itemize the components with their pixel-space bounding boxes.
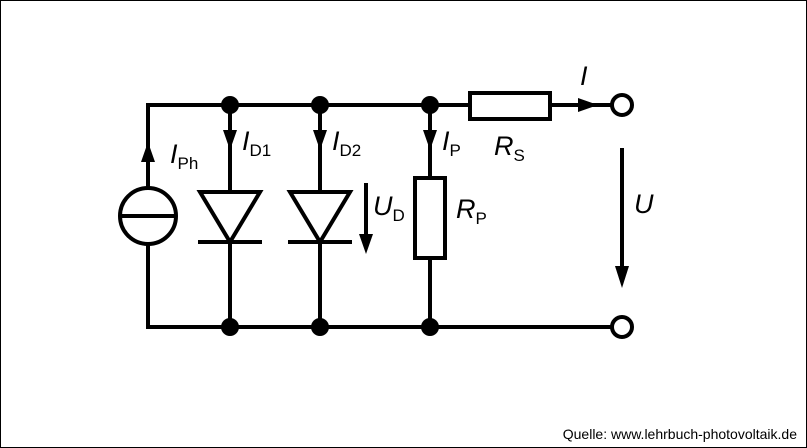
junction-dot: [421, 318, 439, 336]
label-parallel-resistor: RP: [456, 194, 487, 228]
diode1-current-arrow: [223, 130, 237, 150]
junction-dot: [311, 96, 329, 114]
junction-dot: [311, 318, 329, 336]
label-photo-current: IPh: [170, 139, 198, 173]
output-terminal-top: [610, 93, 634, 117]
label-diode-voltage: UD: [373, 191, 405, 225]
diode2-symbol: [286, 190, 354, 246]
label-parallel-current: IP: [442, 126, 461, 160]
diode-voltage-arrow-head: [359, 234, 373, 254]
junction-dot: [421, 96, 439, 114]
label-output-voltage: U: [634, 189, 654, 219]
source-credit: Quelle: www.lehrbuch-photovoltaik.de: [562, 426, 797, 442]
parallel-current-arrow: [423, 130, 437, 150]
label-diode2-current: ID2: [332, 126, 361, 160]
junction-dot: [221, 96, 239, 114]
label-diode1-current: ID1: [242, 126, 271, 160]
photo-current-arrow: [141, 142, 155, 162]
series-resistor: [468, 91, 552, 121]
diode1-symbol: [196, 190, 264, 246]
output-current-arrow: [578, 98, 598, 112]
junction-dot: [221, 318, 239, 336]
output-terminal-bottom: [610, 315, 634, 339]
label-series-resistor: RS: [494, 131, 525, 165]
diode2-current-arrow: [313, 130, 327, 150]
parallel-resistor: [413, 176, 447, 260]
label-output-current: I: [580, 61, 588, 91]
output-voltage-arrow-head: [615, 266, 629, 288]
